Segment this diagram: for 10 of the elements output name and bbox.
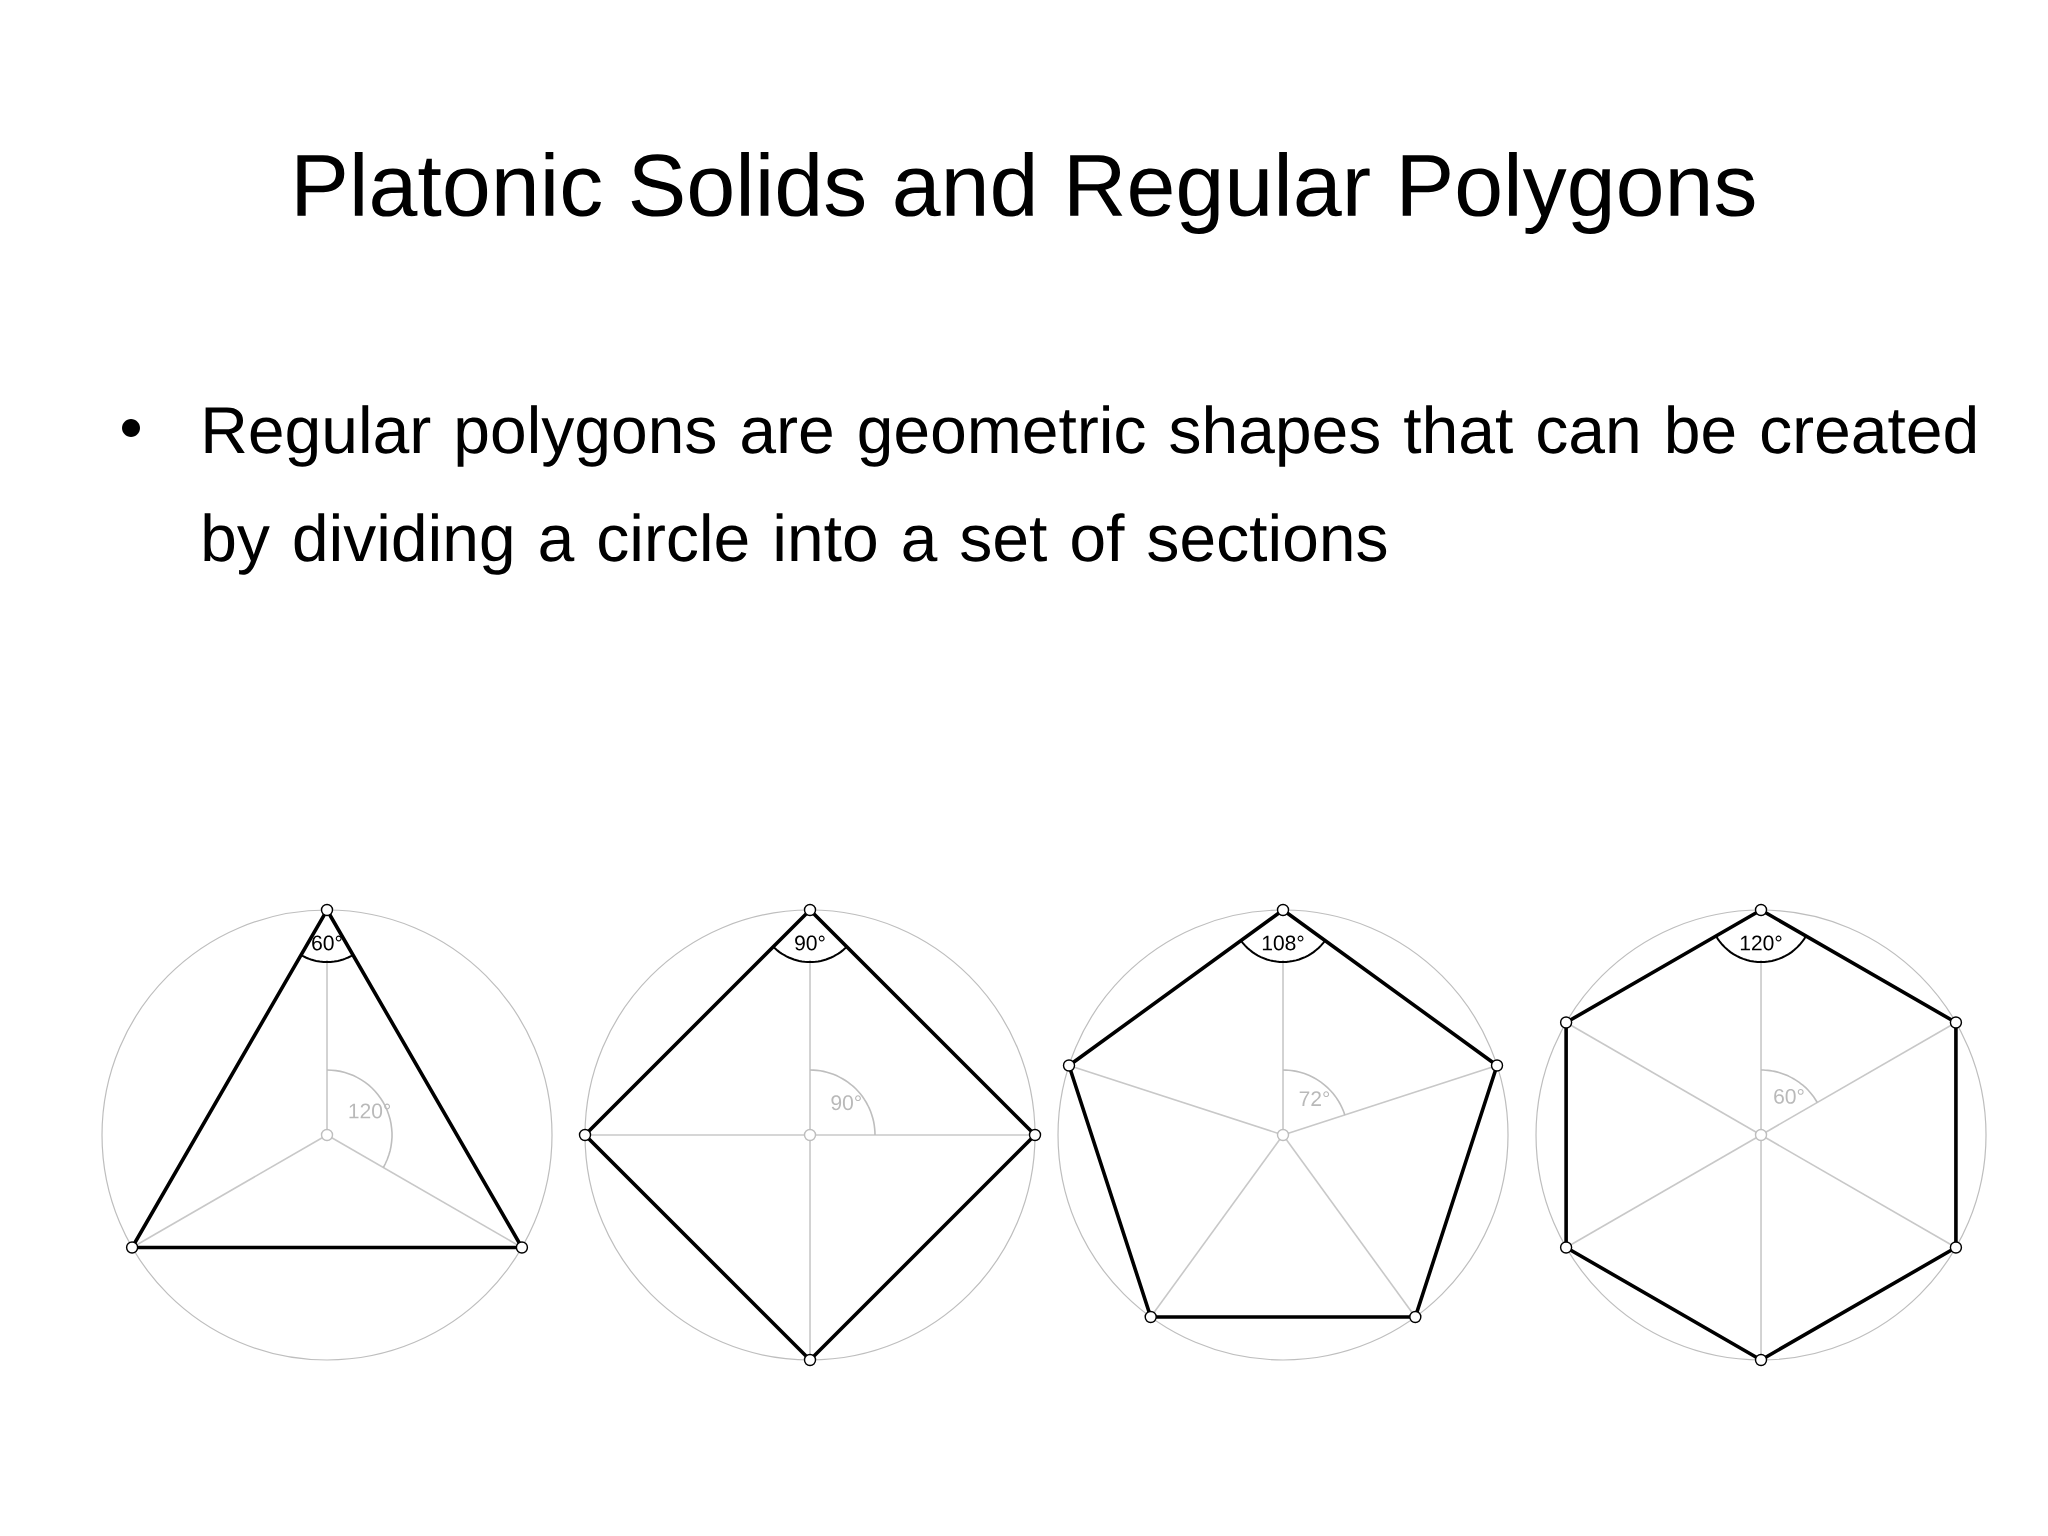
angle-label: 60° (312, 935, 342, 951)
angle-label: 72° (1299, 1091, 1330, 1106)
angle-label: 90° (795, 935, 825, 951)
bullet-text: Regular polygons are geometric shapes that can be created by dividing a circle into a set of sections (204, 405, 1975, 575)
angle-label: 108° (1262, 935, 1304, 951)
angle-label: 120° (349, 1103, 391, 1119)
title: Platonic Solids and Regular Polygons (297, 152, 1755, 234)
angle-label: 90° (831, 1095, 861, 1111)
angle-label: 120° (1740, 935, 1782, 951)
angle-label: 60° (1774, 1088, 1804, 1104)
